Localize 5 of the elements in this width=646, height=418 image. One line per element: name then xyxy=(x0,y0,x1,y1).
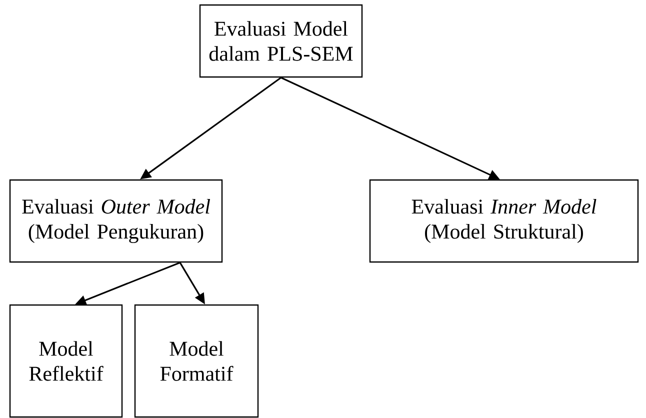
process-box: Model Reflektif xyxy=(9,304,123,418)
process-box: Model Formatif xyxy=(134,304,259,418)
process-box: Evaluasi Inner Model (Model Struktural) xyxy=(369,179,639,263)
process-box: Evaluasi Model dalam PLS-SEM xyxy=(199,4,363,78)
process-box: Evaluasi Outer Model (Model Pengukuran) xyxy=(9,179,223,263)
